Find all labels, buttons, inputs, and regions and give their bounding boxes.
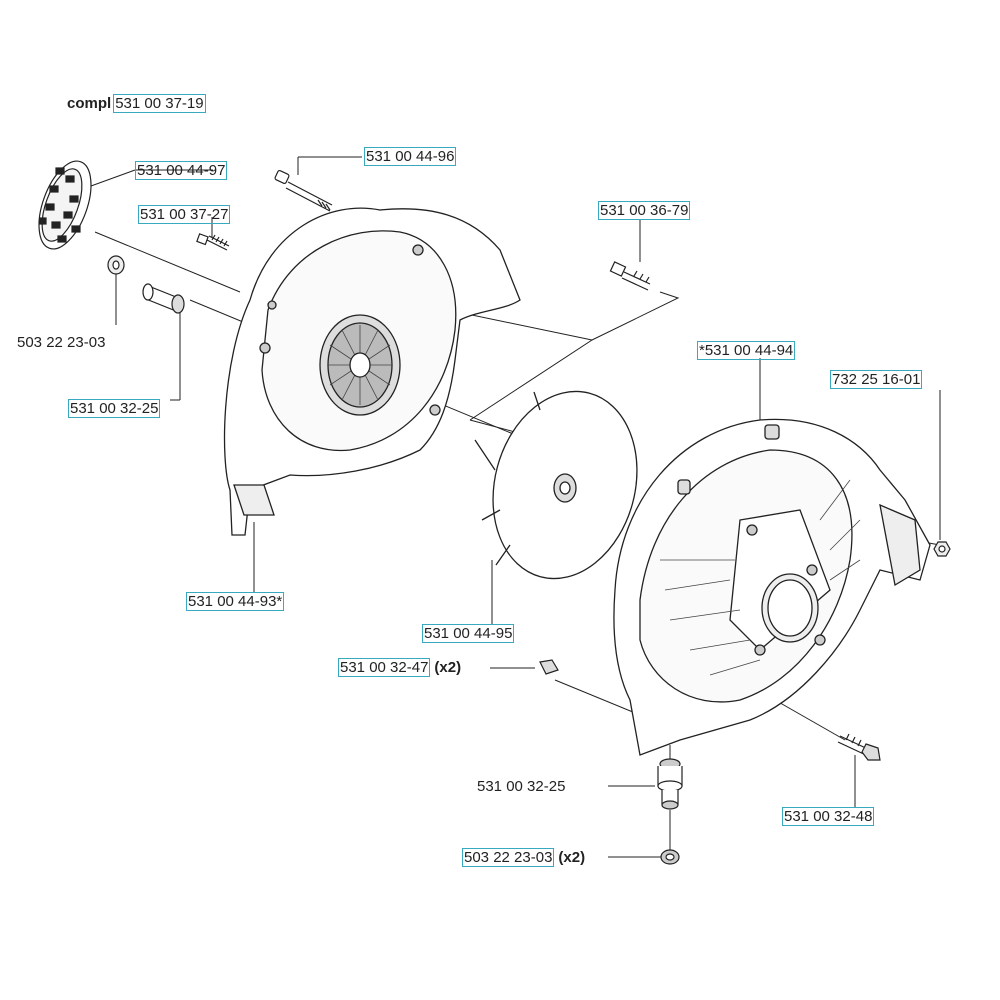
screw [196, 233, 230, 251]
part-number[interactable]: 531 00 32-48 [782, 807, 875, 826]
bottom-washer [660, 849, 680, 865]
part-label-531-00-44-93[interactable]: 531 00 44-93* [186, 592, 285, 611]
part-label-732-25-16-01[interactable]: 732 25 16-01 [830, 370, 923, 389]
flywheel-fan [38, 160, 92, 250]
long-bolt [274, 169, 333, 212]
part-number[interactable]: 732 25 16-01 [830, 370, 923, 389]
rear-fan-housing [223, 207, 521, 536]
nut [933, 541, 951, 557]
washer [107, 255, 125, 275]
assembly-part-number[interactable]: 531 00 37-19 [113, 94, 206, 113]
part-label-531-00-36-79[interactable]: 531 00 36-79 [598, 201, 691, 220]
part-number[interactable]: 531 00 36-79 [598, 201, 691, 220]
part-label-531-00-32-48[interactable]: 531 00 32-48 [782, 807, 875, 826]
part-label-531-00-44-96[interactable]: 531 00 44-96 [364, 147, 457, 166]
part-number[interactable]: 531 00 32-47 [338, 658, 431, 677]
part-number[interactable]: 531 00 44-93* [186, 592, 285, 611]
part-number[interactable]: 503 22 23-03 [17, 334, 106, 351]
part-label-531-00-44-94[interactable]: *531 00 44-94 [697, 341, 796, 360]
part-label-531-00-44-97[interactable]: 531 00 44-97 [135, 161, 228, 180]
clip [539, 659, 559, 675]
part-number[interactable]: 531 00 32-25 [477, 778, 566, 795]
part-number[interactable]: *531 00 44-94 [697, 341, 796, 360]
spacer [142, 283, 185, 314]
flange-bolt [837, 733, 881, 761]
part-label-503-22-23-03-bottom[interactable]: 503 22 23-03(x2) [462, 848, 586, 867]
impeller-disc [474, 390, 638, 580]
part-number[interactable]: 531 00 44-97 [135, 161, 228, 180]
axis-line [94, 231, 241, 293]
reference-plane-line [591, 291, 680, 341]
housing-bolt [609, 261, 651, 291]
part-label-531-00-32-25-bottom[interactable]: 531 00 32-25 [475, 778, 567, 795]
part-number[interactable]: 531 00 44-96 [364, 147, 457, 166]
axis-line [774, 699, 846, 741]
part-number[interactable]: 531 00 37-27 [138, 205, 231, 224]
quantity: (x2) [558, 849, 586, 866]
part-number[interactable]: 531 00 32-25 [68, 399, 161, 418]
part-label-531-00-44-95[interactable]: 531 00 44-95 [422, 624, 515, 643]
quantity: (x2) [434, 659, 462, 676]
part-label-531-00-32-25[interactable]: 531 00 32-25 [68, 399, 161, 418]
part-label-503-22-23-03[interactable]: 503 22 23-03 [15, 334, 107, 351]
part-label-531-00-32-47[interactable]: 531 00 32-47(x2) [338, 658, 462, 677]
part-number[interactable]: 503 22 23-03 [462, 848, 555, 867]
assembly-prefix: compl [67, 95, 112, 112]
axis-line [554, 679, 641, 716]
part-label-531-00-37-27[interactable]: 531 00 37-27 [138, 205, 231, 224]
rubber-spacer [657, 758, 683, 810]
part-number[interactable]: 531 00 44-95 [422, 624, 515, 643]
front-fan-housing [613, 418, 931, 756]
